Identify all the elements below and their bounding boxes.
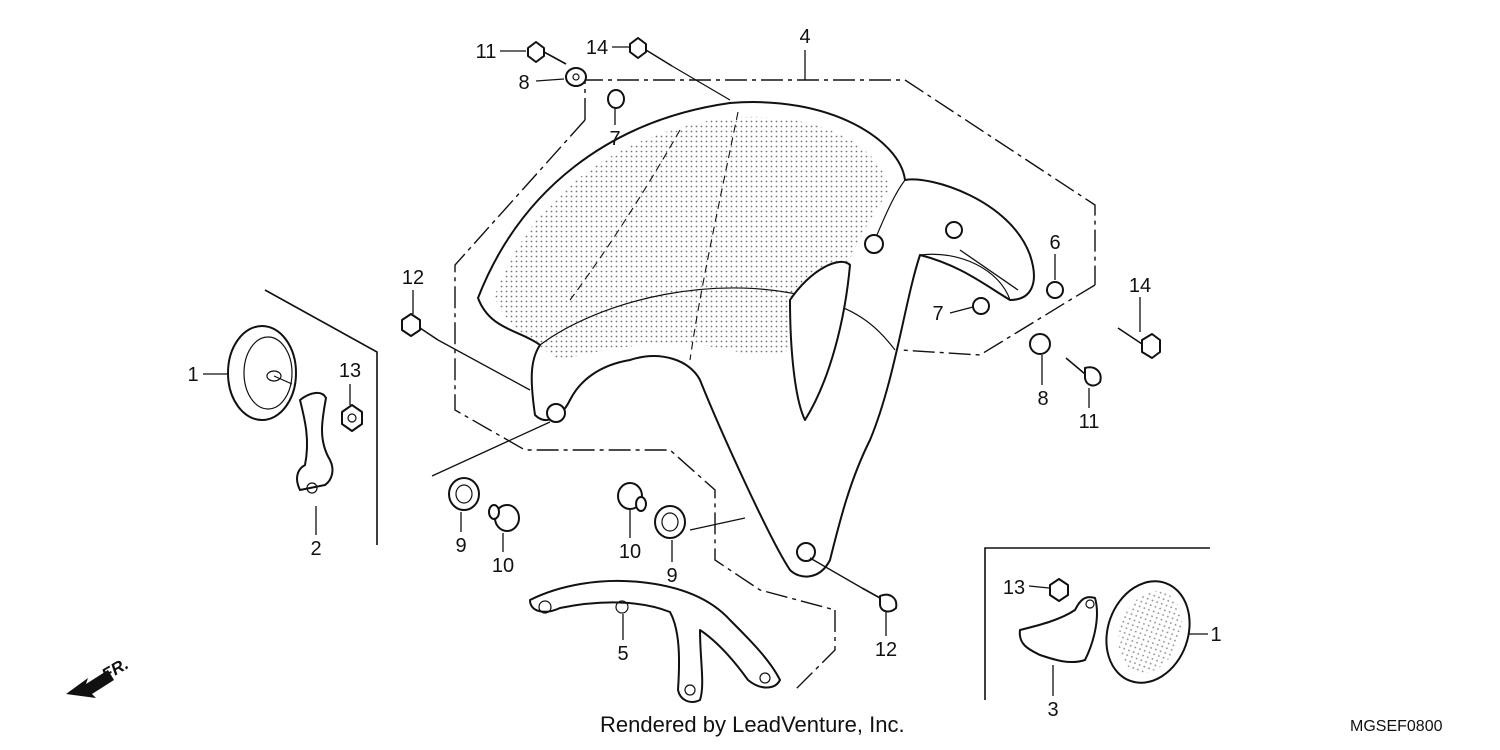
callout-10-mid: 10 (619, 541, 641, 563)
right-group-frame (984, 547, 1210, 700)
callout-3: 3 (1047, 699, 1058, 721)
arrow-icon (66, 670, 114, 698)
callout-9-mid: 9 (666, 565, 677, 587)
callout-1-right: 1 (1210, 624, 1221, 646)
front-fender[interactable] (477, 101, 1035, 578)
bolt-12-left[interactable] (401, 313, 439, 341)
callout-11-right: 11 (1079, 411, 1100, 433)
grommet-7-top[interactable] (607, 89, 625, 109)
callout-7-top: 7 (609, 128, 620, 150)
callout-6: 6 (1049, 232, 1060, 254)
callout-10-left: 10 (492, 555, 514, 577)
damper-rubber-9-mid[interactable] (654, 505, 686, 539)
left-group-frame (264, 289, 378, 545)
callout-13-right: 13 (1003, 577, 1025, 599)
collar-10-left[interactable] (488, 504, 520, 532)
bolt-11-top[interactable] (527, 41, 567, 65)
flange-nut-right[interactable] (1049, 578, 1069, 602)
reflector-stay-left[interactable] (296, 392, 334, 494)
bolt-11-right[interactable] (1065, 357, 1102, 387)
callout-5: 5 (617, 643, 628, 665)
callout-7-mid: 7 (932, 303, 943, 325)
callout-2: 2 (310, 538, 321, 560)
leader-lines (203, 46, 1208, 696)
callout-9-left: 9 (455, 535, 466, 557)
damper-rubber-9-left[interactable] (448, 477, 480, 511)
callouts: 1 2 13 12 11 8 14 7 4 6 7 8 11 14 9 10 1… (187, 26, 1221, 721)
callout-11-top: 11 (476, 41, 497, 63)
reflector-left[interactable] (227, 325, 297, 421)
fender-stay[interactable] (529, 579, 781, 703)
callout-1-left: 1 (187, 364, 198, 386)
callout-12-bottom: 12 (875, 639, 897, 661)
bolt-14-top[interactable] (629, 37, 673, 67)
diagram-code: MGSEF0800 (1350, 718, 1443, 735)
washer-8-top[interactable] (565, 67, 587, 87)
bolt-12-bottom[interactable] (861, 587, 898, 613)
callout-14-right: 14 (1129, 275, 1151, 297)
callout-8-top: 8 (518, 72, 529, 94)
callout-14-top: 14 (586, 37, 608, 59)
reflector-right[interactable] (1093, 569, 1204, 694)
reflector-stay-right[interactable] (1018, 596, 1098, 664)
collar-10-mid[interactable] (617, 482, 647, 512)
render-credit: Rendered by LeadVenture, Inc. (600, 712, 905, 737)
callout-13-left: 13 (339, 360, 361, 382)
bolt-14-right[interactable] (1117, 327, 1161, 359)
callout-4: 4 (799, 26, 810, 48)
grommet-6[interactable] (1046, 281, 1064, 299)
washer-8-right[interactable] (1029, 333, 1051, 355)
callout-12-left: 12 (402, 267, 424, 289)
front-direction-arrow: FR. (66, 654, 132, 698)
callout-8-right: 8 (1037, 388, 1048, 410)
grommet-7-mid[interactable] (972, 297, 990, 315)
assembly-frame (454, 79, 1096, 691)
flange-nut-left[interactable] (341, 404, 363, 432)
